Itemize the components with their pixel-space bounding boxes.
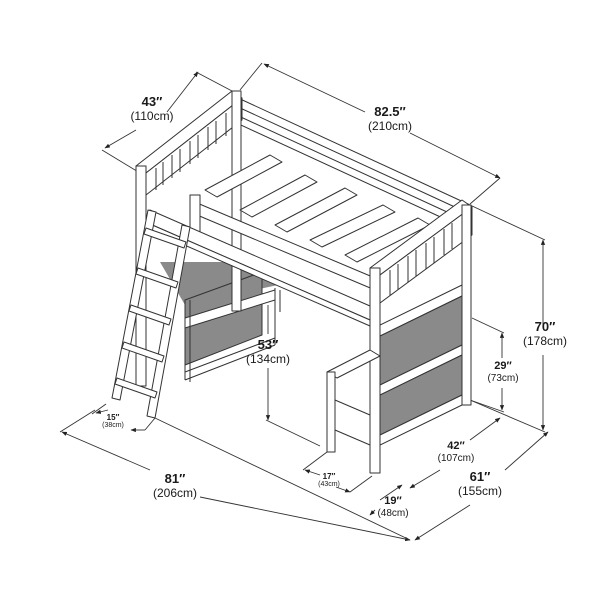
dim-overall-length: 81″ (206cm) [152, 471, 197, 500]
dim-bed-length: 82.5″ (210cm) [367, 104, 412, 133]
dimension-lines [59, 62, 549, 542]
right-front-post [369, 267, 381, 474]
headboard-slats [155, 113, 227, 190]
dim-ladder-depth: 15″ (38cm) [102, 413, 124, 430]
dim-desk-depth: 19″ (48cm) [377, 495, 409, 519]
right-back-post [461, 204, 472, 406]
dim-desk-height: 29″ (73cm) [487, 360, 519, 384]
mattress-slats [204, 154, 431, 263]
dim-total-height: 70″ (178cm) [522, 319, 567, 348]
dim-headboard-width: 43″ (110cm) [130, 94, 174, 123]
loft-bed [111, 90, 473, 474]
dim-shelf-width: 42″ (107cm) [437, 440, 475, 464]
dim-overall-width: 61″ (155cm) [457, 469, 502, 498]
dim-under-bed-clearance: 53″ (134cm) [245, 337, 290, 366]
dim-desk-width: 17″ (43cm) [318, 472, 340, 489]
ladder [111, 209, 191, 419]
desk-leg-front [326, 371, 336, 453]
